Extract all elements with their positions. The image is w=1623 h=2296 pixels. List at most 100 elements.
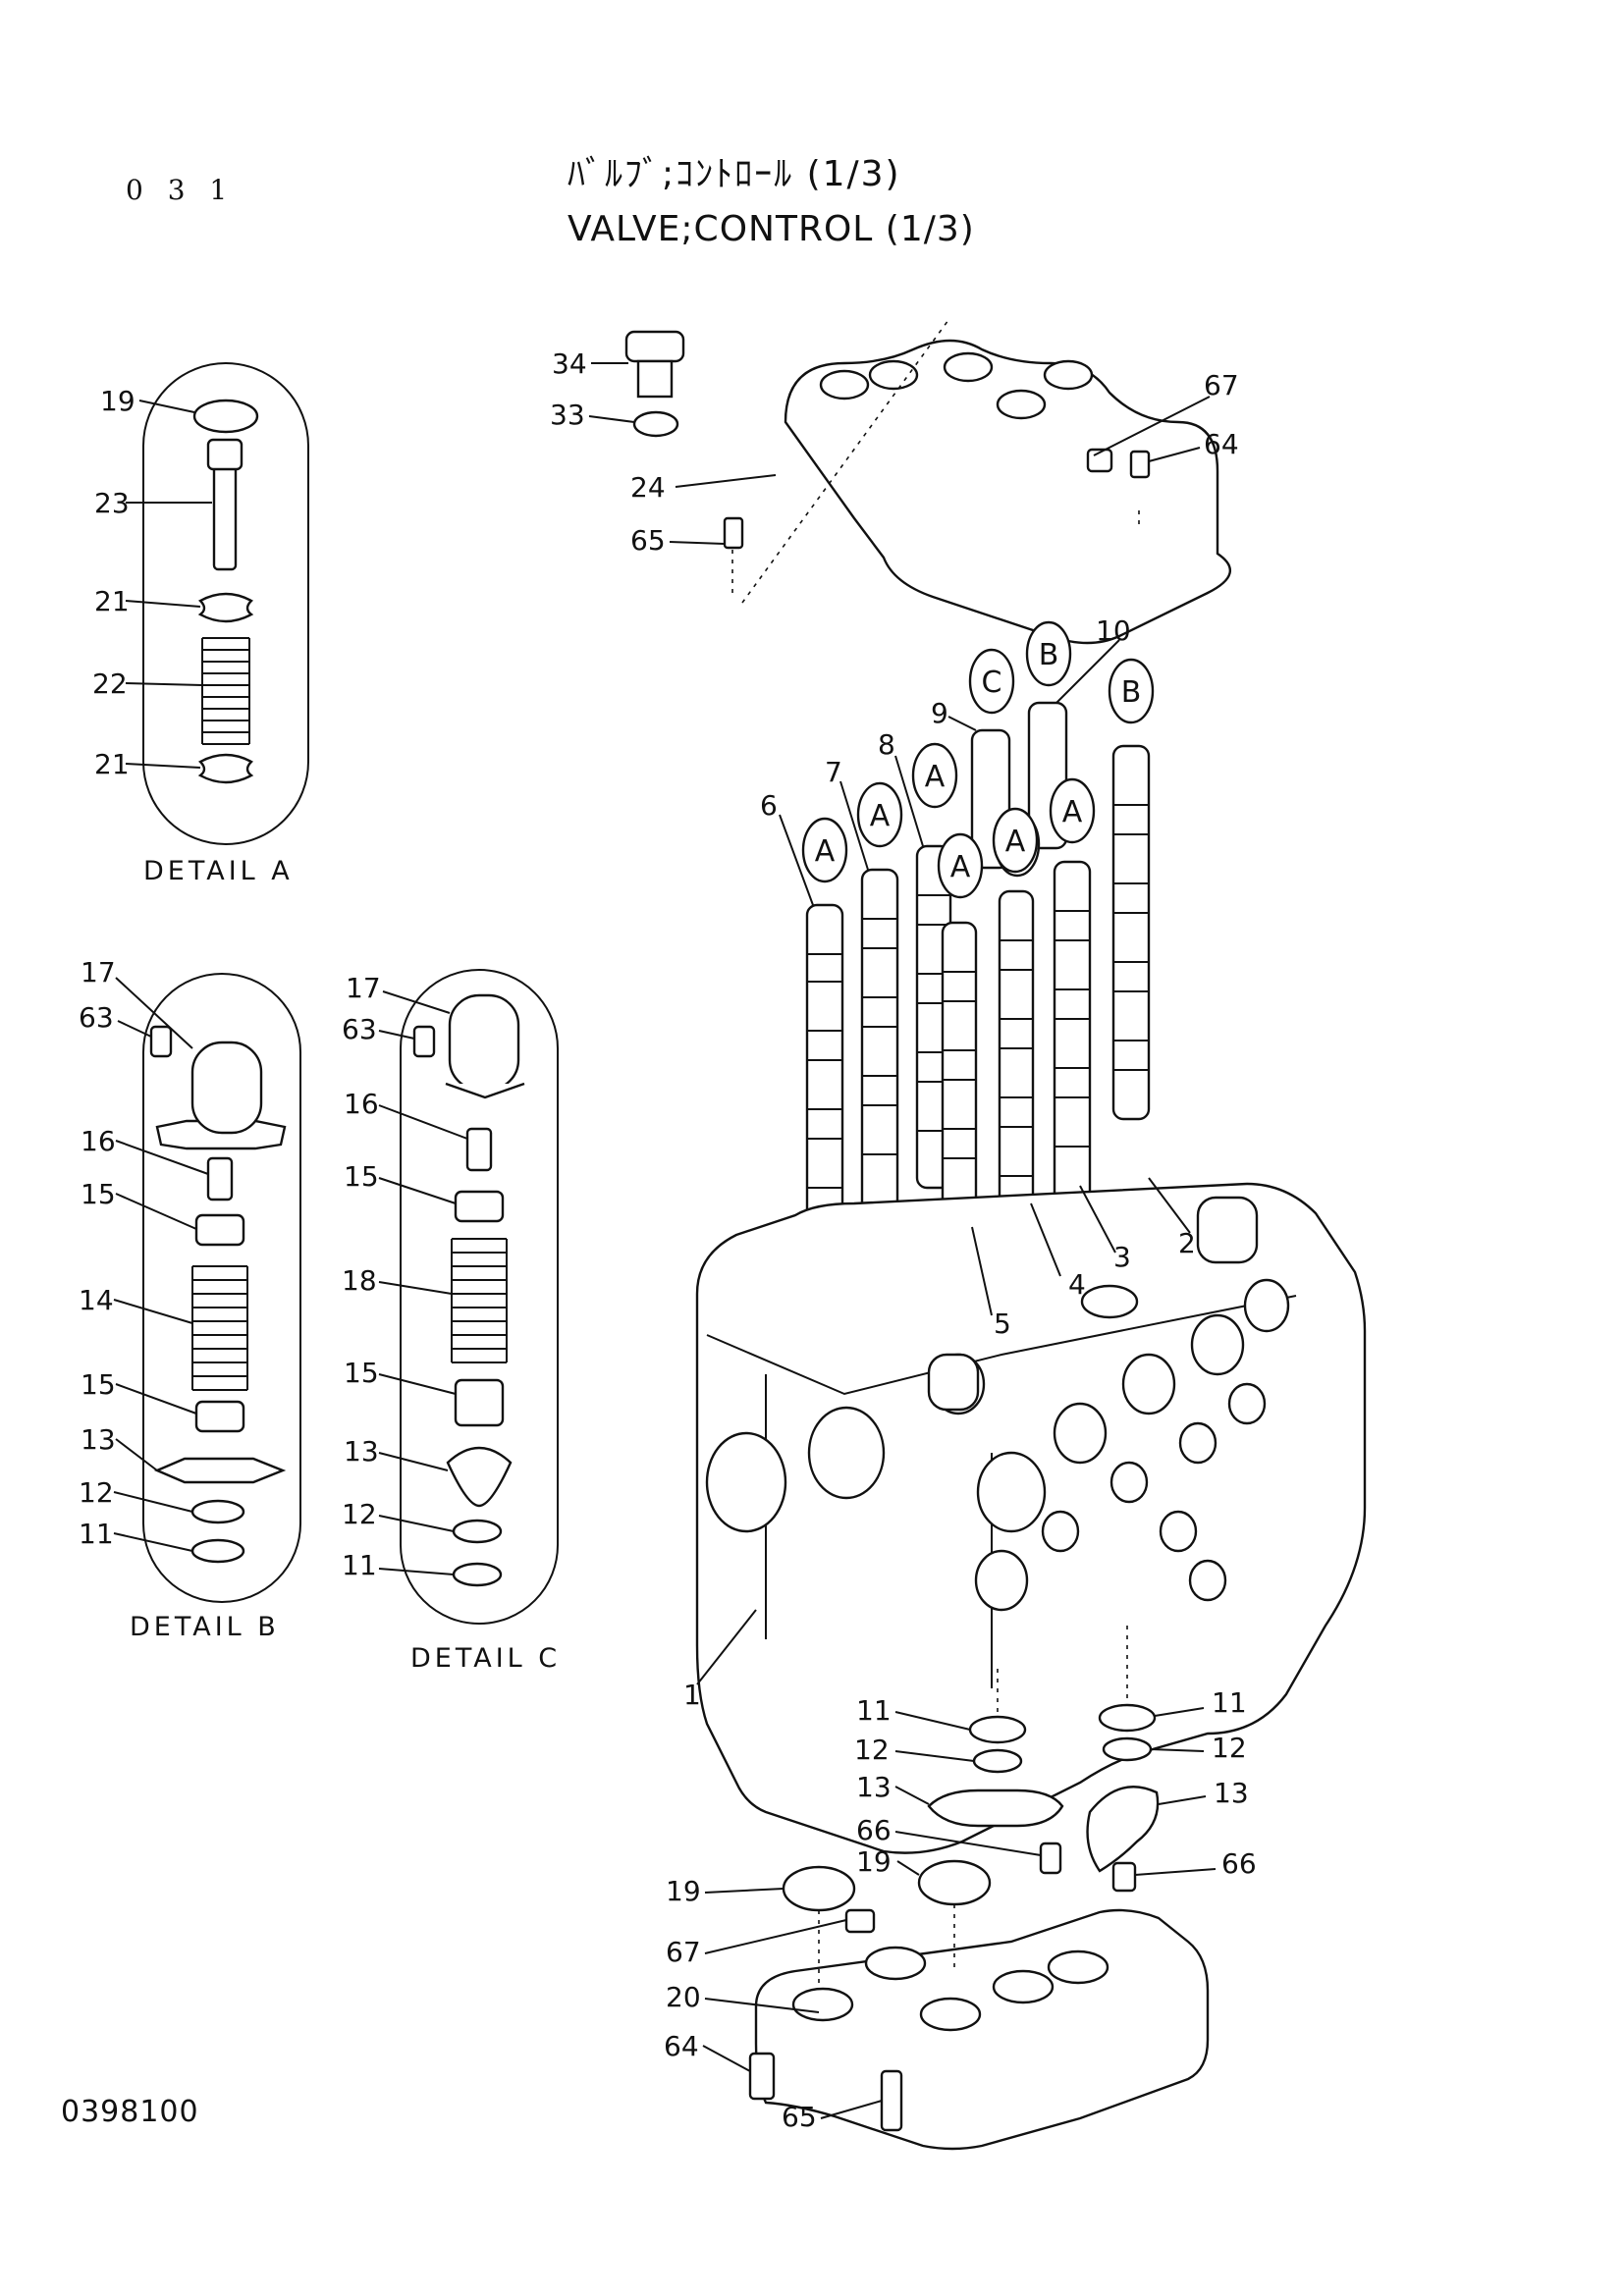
callout-number: 13 — [1214, 1777, 1249, 1809]
spool-bubble-label: A — [925, 760, 946, 794]
plug-part — [465, 1127, 493, 1172]
plug-part — [624, 330, 685, 363]
callout-number: 18 — [342, 1264, 377, 1297]
spool-bubble — [1049, 777, 1096, 844]
callout-number: 16 — [81, 1125, 116, 1157]
bolt-part — [748, 2052, 776, 2101]
spool-bubble-label: A — [950, 850, 971, 884]
callout-number: 12 — [1212, 1732, 1247, 1764]
detail-c-group — [400, 969, 559, 1625]
top-cover-body — [784, 339, 1232, 645]
screw-part — [149, 1025, 173, 1058]
callout-number: 66 — [1221, 1847, 1257, 1880]
callout-number: 33 — [550, 399, 585, 431]
callout-number: 16 — [344, 1088, 379, 1120]
port-part — [807, 1406, 886, 1500]
callout-number: 64 — [1204, 428, 1239, 460]
spool-bubble-label: B — [1121, 675, 1142, 710]
spools-group — [805, 701, 1151, 1258]
port-part — [705, 1431, 787, 1533]
flange-part — [1086, 1786, 1160, 1873]
bottom-left-group — [748, 1669, 1210, 2151]
callout-number: 63 — [79, 1001, 114, 1034]
port-part — [1190, 1313, 1245, 1376]
o-ring-part — [632, 410, 679, 438]
port-part — [996, 389, 1047, 420]
ring-part — [190, 1499, 245, 1524]
callout-number: 34 — [552, 347, 587, 380]
callout-number: 4 — [1068, 1268, 1086, 1301]
port-part — [864, 1946, 927, 1981]
title-japanese: ﾊﾞﾙﾌﾞ;ｺﾝﾄﾛｰﾙ (1/3) — [568, 154, 901, 194]
callout-number: 23 — [94, 487, 130, 519]
flange-part — [446, 1446, 513, 1508]
callout-number: 65 — [782, 2101, 817, 2133]
cap-part — [190, 1041, 263, 1135]
detail-c-caption: DETAIL C — [410, 1643, 562, 1674]
flange-part — [153, 1457, 287, 1484]
callout-labels: 19 23 21 22 21 17 63 16 15 14 15 13 12 1… — [79, 347, 1257, 2133]
spring-part — [451, 1238, 508, 1363]
detail-c-outline — [400, 969, 559, 1625]
spool-bubble-label: C — [982, 666, 1002, 700]
callout-number: 15 — [344, 1160, 379, 1193]
spring-seat-part — [194, 1400, 245, 1433]
callout-number: 19 — [666, 1875, 701, 1907]
port-part — [943, 351, 994, 383]
callout-number: 67 — [666, 1936, 701, 1968]
ring-part — [1102, 1736, 1153, 1762]
drawing-number: 0398100 — [61, 2095, 199, 2129]
callout-number: 17 — [81, 956, 116, 988]
port-part — [868, 359, 919, 391]
screw-part — [723, 516, 744, 550]
spool-bubble — [801, 817, 848, 883]
callout-number: 12 — [854, 1734, 890, 1766]
spring-part — [191, 1265, 248, 1391]
callout-number: 64 — [664, 2030, 699, 2062]
plug-thread-part — [636, 359, 674, 399]
port-part — [1243, 1278, 1290, 1333]
cap-part — [927, 1353, 980, 1412]
callout-number: 13 — [856, 1771, 892, 1803]
o-ring-part — [917, 1859, 992, 1906]
plug-part — [844, 1908, 876, 1934]
valve-body-group — [695, 1182, 1367, 1854]
callout-number: 17 — [346, 972, 381, 1004]
spool-part — [998, 889, 1035, 1233]
port-part — [976, 1451, 1047, 1533]
callout-number: 10 — [1096, 614, 1131, 647]
o-ring-part — [782, 1865, 856, 1912]
spring-seat-part — [197, 753, 254, 784]
callout-number: 8 — [878, 728, 895, 761]
callout-number: 66 — [856, 1814, 892, 1846]
spring-seat-part — [454, 1190, 505, 1223]
callout-number: 21 — [94, 748, 130, 780]
spool-bubble-label: A — [1062, 795, 1083, 829]
callout-number: 22 — [92, 667, 128, 700]
callout-number: 11 — [1212, 1686, 1247, 1719]
ring-part — [968, 1715, 1027, 1744]
spool-part — [1053, 860, 1092, 1207]
callout-number: 11 — [342, 1549, 377, 1581]
detail-b-group — [142, 973, 301, 1603]
bottom-right-group — [1086, 1626, 1160, 1893]
spool-bubble — [937, 832, 984, 899]
spool-bubble-label: B — [1039, 638, 1059, 672]
spool-bubble — [968, 648, 1015, 715]
detail-b-caption: DETAIL B — [130, 1612, 280, 1642]
detail-b-outline — [142, 973, 301, 1603]
spool-bubble — [1108, 658, 1155, 724]
top-cover-group — [624, 319, 1232, 645]
callout-number: 15 — [344, 1357, 379, 1389]
callout-number: 63 — [342, 1013, 377, 1045]
callout-number: 11 — [79, 1518, 114, 1550]
spring-part — [201, 637, 250, 745]
spool-bubble — [911, 742, 958, 809]
callout-number: 7 — [825, 756, 842, 788]
callout-number: 13 — [81, 1423, 116, 1456]
port-part — [1121, 1353, 1176, 1415]
port-part — [974, 1549, 1029, 1612]
spool-bubble — [1025, 620, 1072, 687]
bolt-part — [880, 2069, 903, 2132]
ring-part — [452, 1519, 503, 1544]
